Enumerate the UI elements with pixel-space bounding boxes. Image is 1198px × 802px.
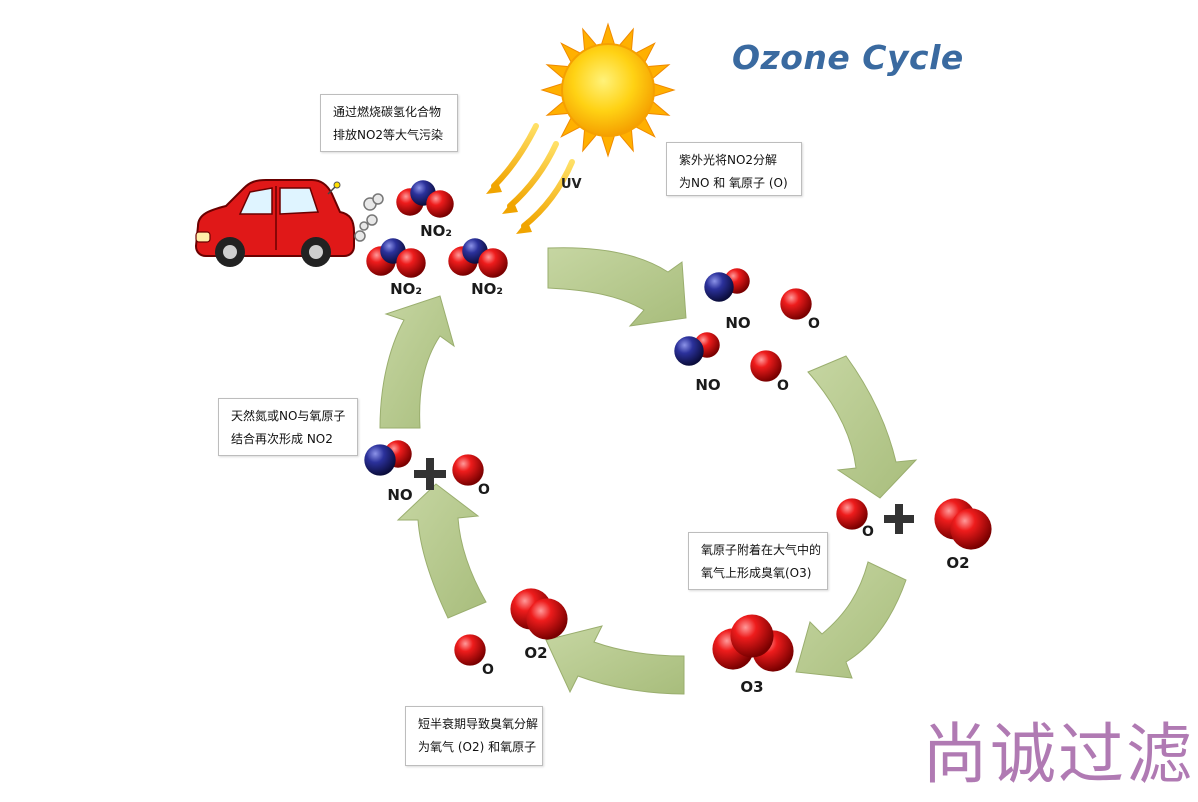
arrow-left-bottom xyxy=(396,483,487,619)
label-o2-right: O2 xyxy=(946,554,970,572)
note-ozone-form-line-2: 氧气上形成臭氧(O3) xyxy=(701,566,812,580)
label-o-b: O xyxy=(777,378,789,394)
cycle-arrows xyxy=(379,247,918,695)
label-no-left: NO xyxy=(387,486,413,504)
note-uv-split: 紫外光将NO2分解 为NO 和 氧原子 (O) xyxy=(666,142,802,196)
uv-rays-icon xyxy=(491,123,575,229)
label-o-bottom: O xyxy=(482,662,494,678)
note-emission-line-2: 排放NO2等大气污染 xyxy=(333,128,444,142)
note-recombine: 天然氮或NO与氧原子 结合再次形成 NO2 xyxy=(218,398,358,456)
note-emission: 通过燃烧碳氢化合物 排放NO2等大气污染 xyxy=(320,94,458,152)
label-no2-b: NO₂ xyxy=(390,280,422,298)
o-atom-b xyxy=(750,350,782,382)
note-emission-line-1: 通过燃烧碳氢化合物 xyxy=(333,105,442,119)
label-no2-a: NO₂ xyxy=(420,222,452,240)
no-molecule-a xyxy=(704,268,750,302)
no-molecule-left xyxy=(364,440,412,476)
o2-molecule-bottom xyxy=(510,588,568,640)
label-no-a: NO xyxy=(725,314,751,332)
note-uv-split-line-2: 为NO 和 氧原子 (O) xyxy=(679,176,788,190)
car-icon xyxy=(194,179,355,267)
note-ozone-form-line-1: 氧原子附着在大气中的 xyxy=(701,543,822,557)
label-o-c: O xyxy=(862,524,874,540)
o-atom-bottom xyxy=(454,634,486,666)
uv-ray-arrowheads xyxy=(486,180,532,234)
exhaust-smoke-icon xyxy=(354,193,384,242)
watermark-text: 尚诚过滤 xyxy=(922,716,1194,793)
note-decay: 短半衰期导致臭氧分解 为氧气 (O2) 和氧原子 xyxy=(405,706,543,766)
label-o-a: O xyxy=(808,316,820,332)
arrow-left-top xyxy=(379,295,455,429)
uv-label: UV xyxy=(561,177,582,192)
no2-molecule-b xyxy=(366,238,426,278)
plus-icon-left xyxy=(414,458,446,490)
arrow-right-top xyxy=(807,355,918,499)
no2-molecule-a xyxy=(396,180,454,218)
label-no-b: NO xyxy=(695,376,721,394)
o-atom-a xyxy=(780,288,812,320)
label-o3: O3 xyxy=(740,678,764,696)
note-recombine-line-1: 天然氮或NO与氧原子 xyxy=(231,409,346,423)
arrow-bottom xyxy=(545,625,685,695)
note-ozone-form: 氧原子附着在大气中的 氧气上形成臭氧(O3) xyxy=(688,532,828,590)
diagram-title: Ozone Cycle xyxy=(732,38,964,77)
no-molecule-b xyxy=(674,332,720,366)
note-uv-split-line-1: 紫外光将NO2分解 xyxy=(679,153,778,167)
note-decay-line-1: 短半衰期导致臭氧分解 xyxy=(418,717,539,731)
o2-molecule-right xyxy=(934,498,992,550)
o-atom-left xyxy=(452,454,484,486)
note-decay-line-2: 为氧气 (O2) 和氧原子 xyxy=(418,740,537,754)
note-recombine-line-2: 结合再次形成 NO2 xyxy=(231,432,333,446)
arrow-top xyxy=(547,247,687,327)
label-o-left: O xyxy=(478,482,490,498)
label-o2-bottom: O2 xyxy=(524,644,548,662)
no2-molecule-c xyxy=(448,238,508,278)
sun-icon xyxy=(540,22,676,158)
label-no2-c: NO₂ xyxy=(471,280,503,298)
arrow-right-bottom xyxy=(795,561,907,679)
o3-molecule xyxy=(712,614,794,672)
plus-icon-right xyxy=(884,504,914,534)
